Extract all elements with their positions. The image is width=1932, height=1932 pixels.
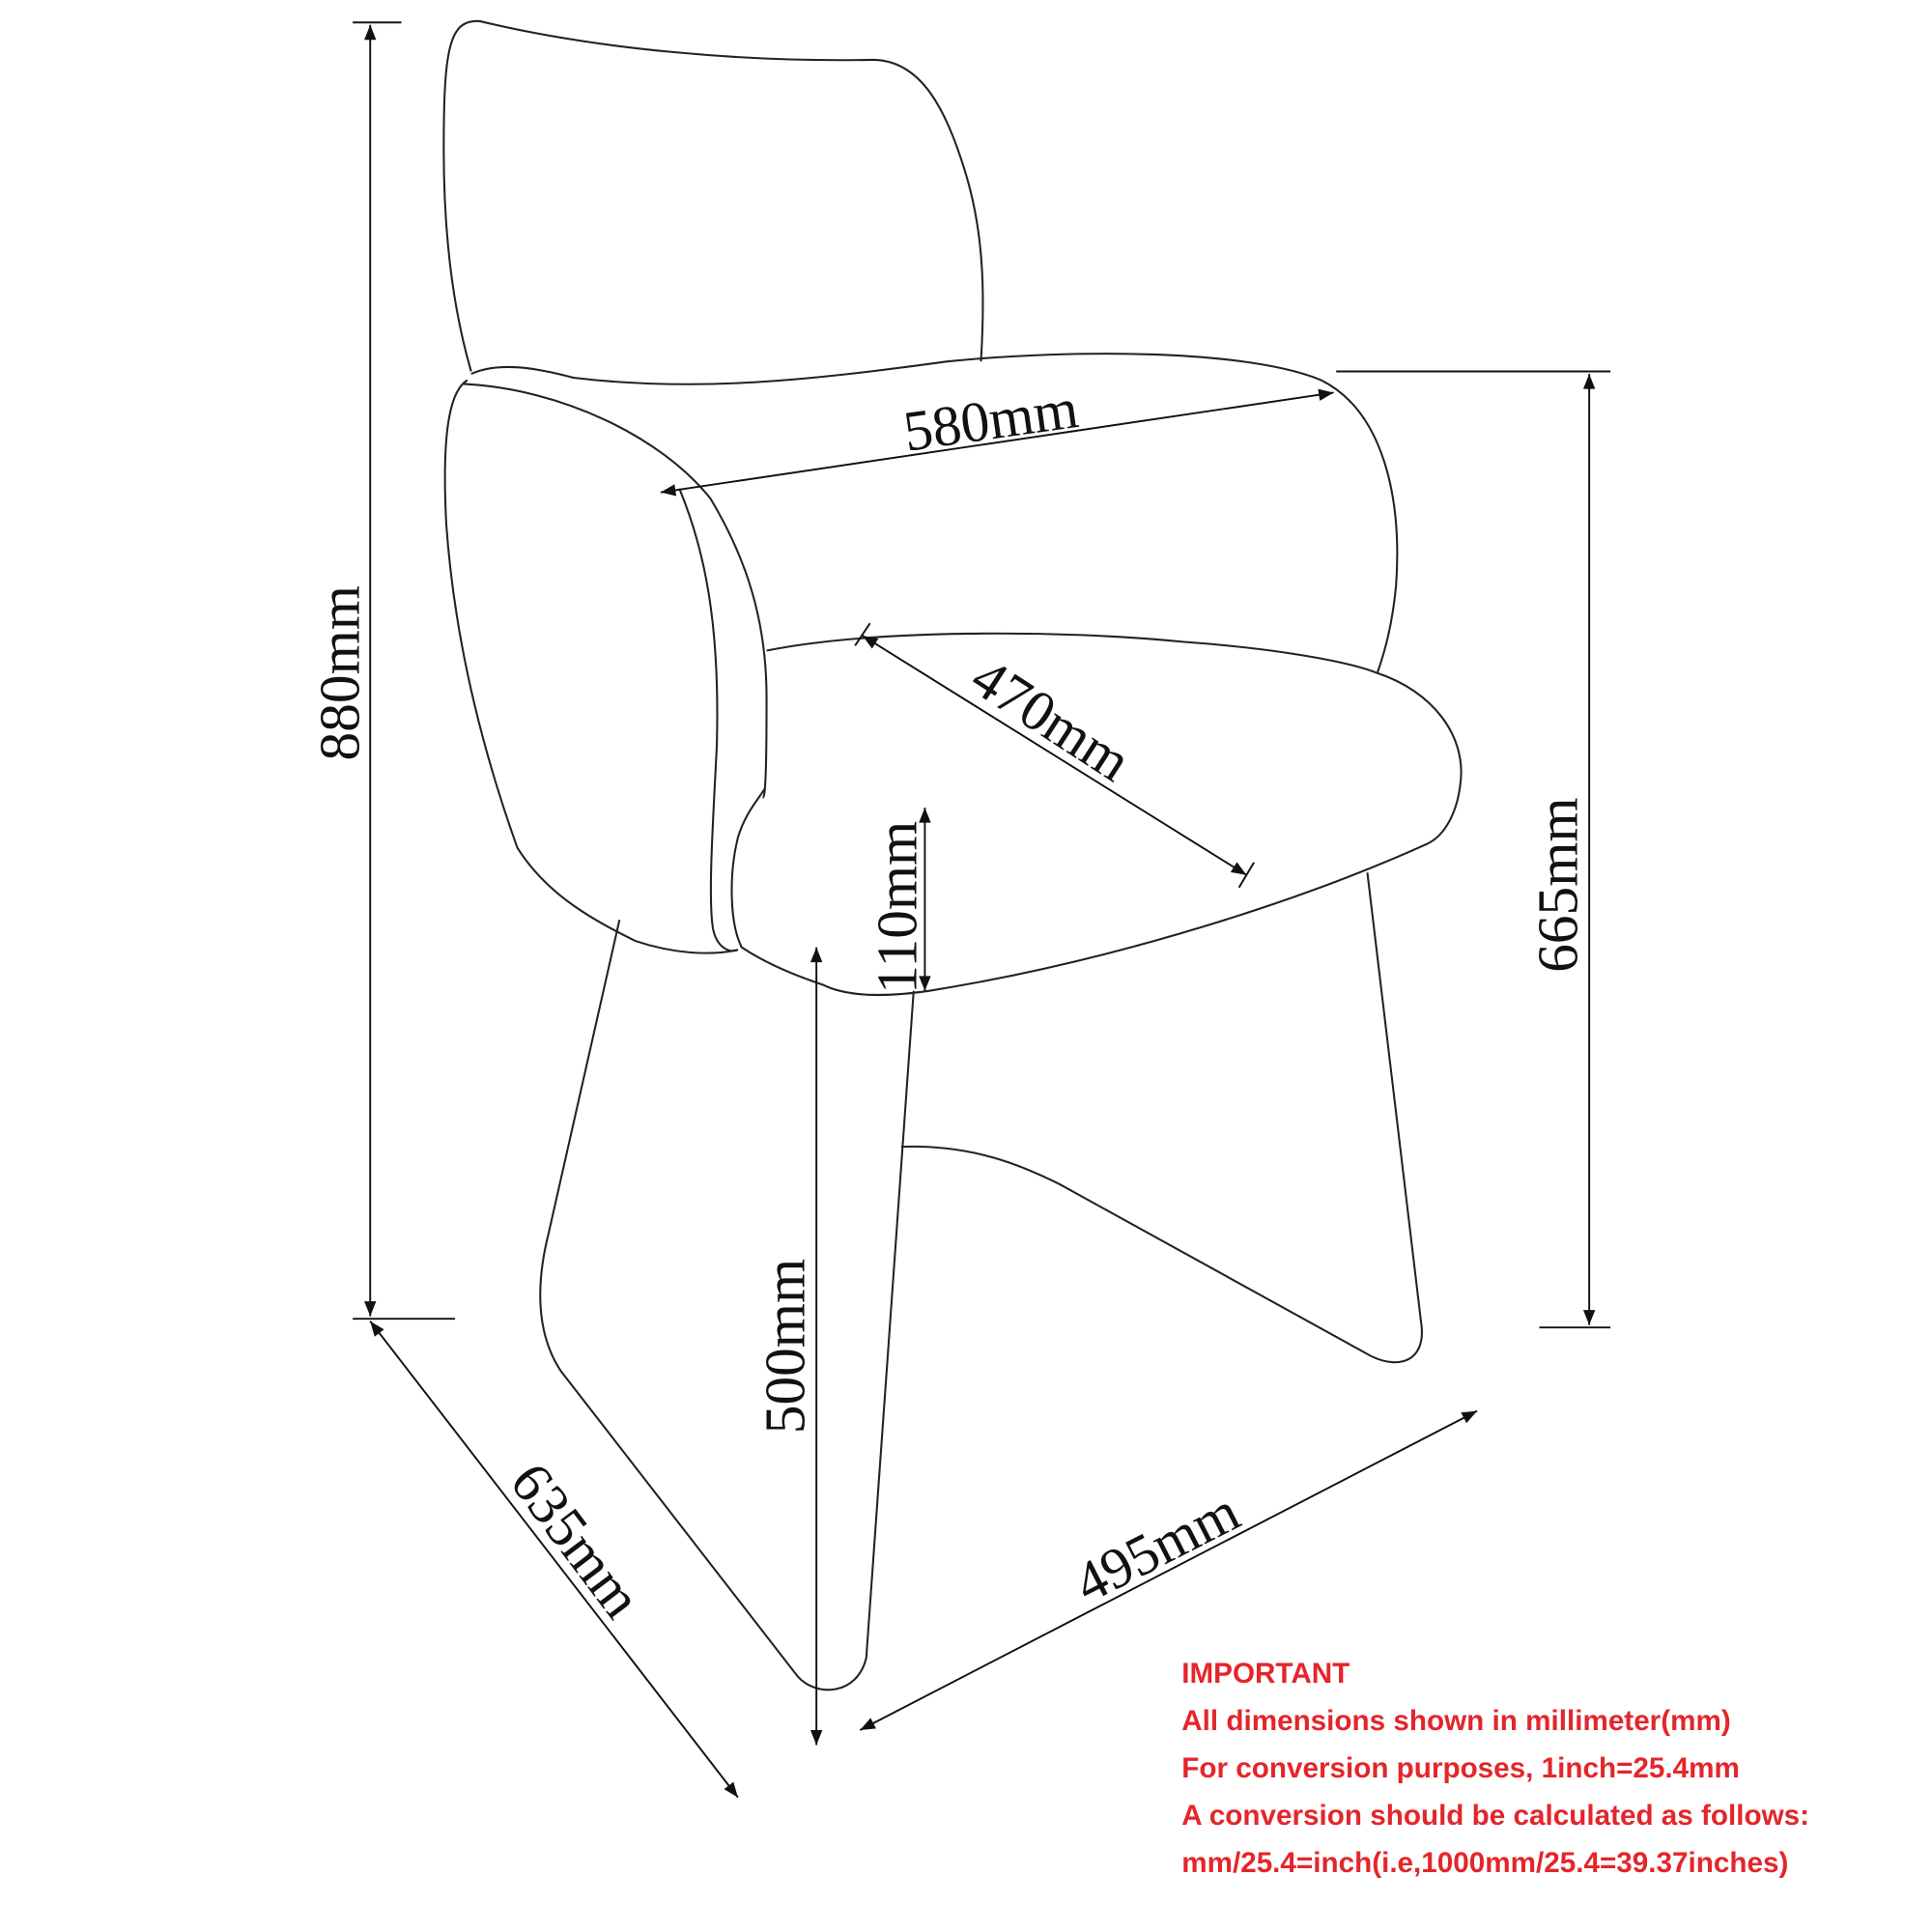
note-line: All dimensions shown in millimeter(mm) [1181, 1705, 1731, 1737]
width-580-line [660, 388, 1334, 497]
chair-outline [442, 19, 1463, 1691]
dimension-lines [353, 21, 1611, 1799]
label-110: 110mm [865, 821, 928, 994]
label-580: 580mm [899, 376, 1082, 464]
left-arm-inner [463, 383, 768, 799]
depth-470-line [862, 635, 1247, 876]
backrest [442, 19, 984, 372]
label-635: 635mm [498, 1451, 655, 1630]
label-665: 665mm [1525, 797, 1589, 972]
seat-cushion [730, 632, 1463, 997]
rear-leg-runner [900, 872, 1423, 1364]
left-arm-outer [443, 379, 739, 954]
label-470: 470mm [960, 644, 1142, 793]
label-880: 880mm [308, 585, 372, 760]
important-note: IMPORTANT All dimensions shown in millim… [1181, 1658, 1809, 1879]
note-line: For conversion purposes, 1inch=25.4mm [1181, 1752, 1740, 1784]
back-cushion [470, 353, 1399, 674]
depth-635-line [369, 1321, 739, 1799]
note-title: IMPORTANT [1181, 1658, 1350, 1690]
width-495-line [859, 1409, 1478, 1731]
note-line: mm/25.4=inch(i.e,1000mm/25.4=39.37inches… [1181, 1847, 1788, 1879]
label-495: 495mm [1065, 1479, 1250, 1615]
left-arm-edge [678, 488, 739, 952]
label-500: 500mm [753, 1259, 816, 1434]
note-line: A conversion should be calculated as fol… [1181, 1800, 1809, 1832]
